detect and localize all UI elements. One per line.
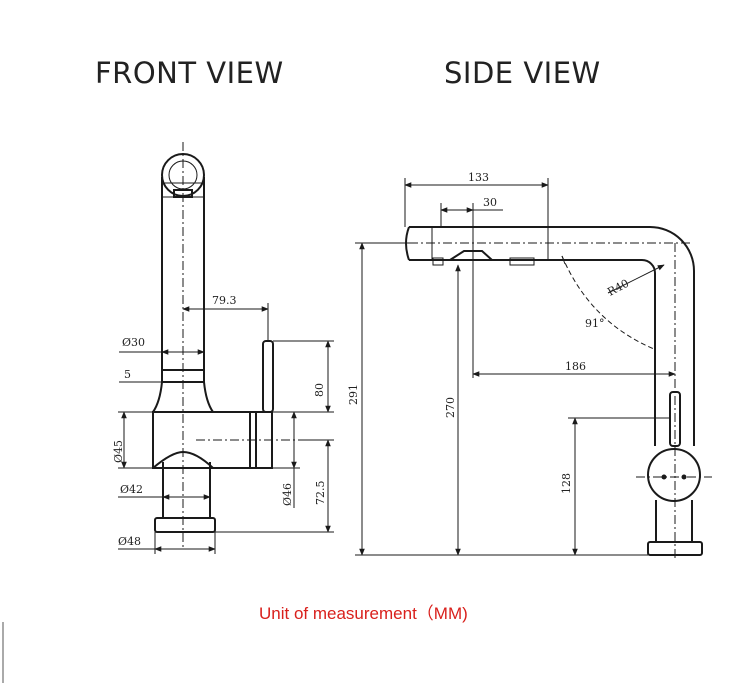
dim-side-186: 186	[565, 360, 586, 373]
dim-side-291: 291	[347, 384, 360, 405]
dim-front-d45: Ø45	[112, 440, 125, 463]
dim-front-80: 80	[313, 383, 326, 397]
dim-side-133: 133	[468, 171, 489, 184]
dim-front-d48: Ø48	[118, 535, 141, 548]
dim-front-d30: Ø30	[122, 336, 145, 349]
front-view: Ø30 5 79.3 80 Ø45 Ø46 72.5 Ø42	[112, 142, 334, 554]
dim-front-5: 5	[124, 368, 131, 381]
front-view-title: FRONT VIEW	[95, 56, 284, 90]
dim-side-128: 128	[560, 473, 573, 494]
dim-front-d42: Ø42	[120, 483, 143, 496]
unit-note: Unit of measurement（MM)	[259, 604, 468, 623]
dim-front-72-5: 72.5	[314, 481, 327, 506]
dim-side-30: 30	[483, 196, 497, 209]
dim-front-79-3: 79.3	[212, 294, 237, 307]
side-view-title: SIDE VIEW	[444, 56, 601, 90]
dim-side-270: 270	[444, 397, 457, 418]
dim-side-r40: R40	[605, 277, 631, 299]
dim-side-a91: 91°	[585, 317, 605, 330]
side-view: 91° R40 133 30 186 291 270 128	[347, 171, 712, 560]
dim-front-d46: Ø46	[281, 483, 294, 506]
